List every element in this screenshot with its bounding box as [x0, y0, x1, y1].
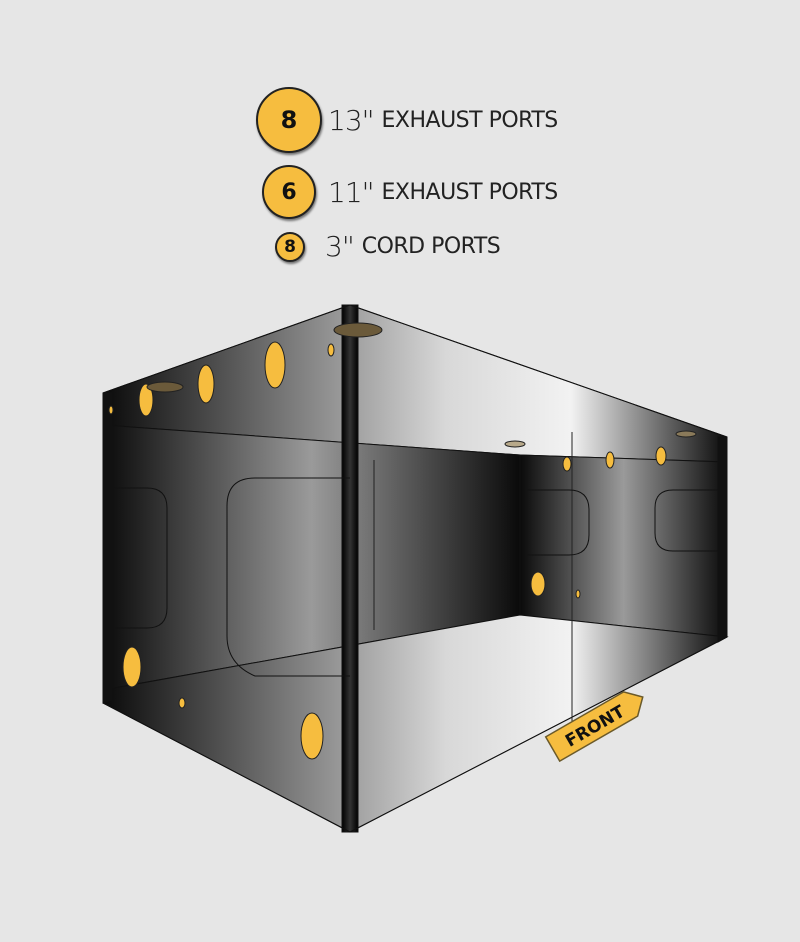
port-13in [122, 646, 142, 688]
port-11in [138, 383, 154, 417]
port-size: 3" [325, 230, 355, 263]
port-3in [178, 697, 186, 709]
port-3in [108, 405, 114, 415]
port-11in [655, 446, 667, 466]
port-13in [300, 712, 324, 760]
legend-3in-cord: 8 3" CORD PORTS [275, 230, 501, 263]
ports [108, 322, 697, 760]
port-size: 13" [328, 103, 375, 137]
port-ceiling [146, 381, 184, 393]
count-badge: 8 [275, 231, 305, 262]
back-right-wall [519, 454, 728, 638]
port-ceiling [333, 322, 383, 338]
port-13in [264, 341, 286, 389]
legend-11in-exhaust: 6 11" EXHAUST PORTS [262, 165, 558, 219]
port-size: 11" [328, 175, 375, 209]
port-ceiling [675, 430, 697, 438]
port-11in [605, 451, 615, 469]
front-left-frame [102, 392, 113, 704]
legend-13in-exhaust: 8 13" EXHAUST PORTS [256, 87, 558, 153]
port-label: CORD PORTS [361, 234, 501, 259]
port-3in [575, 589, 581, 599]
front-corner-post [341, 304, 359, 833]
port-11in [530, 571, 546, 597]
port-label: EXHAUST PORTS [381, 107, 559, 133]
port-ceiling [504, 440, 526, 448]
port-11in [562, 456, 572, 472]
port-11in [197, 364, 215, 404]
count-badge: 8 [256, 87, 322, 153]
count-badge: 6 [262, 165, 316, 219]
port-label: EXHAUST PORTS [381, 179, 559, 205]
right-frame [717, 436, 728, 643]
port-3in [327, 343, 335, 357]
